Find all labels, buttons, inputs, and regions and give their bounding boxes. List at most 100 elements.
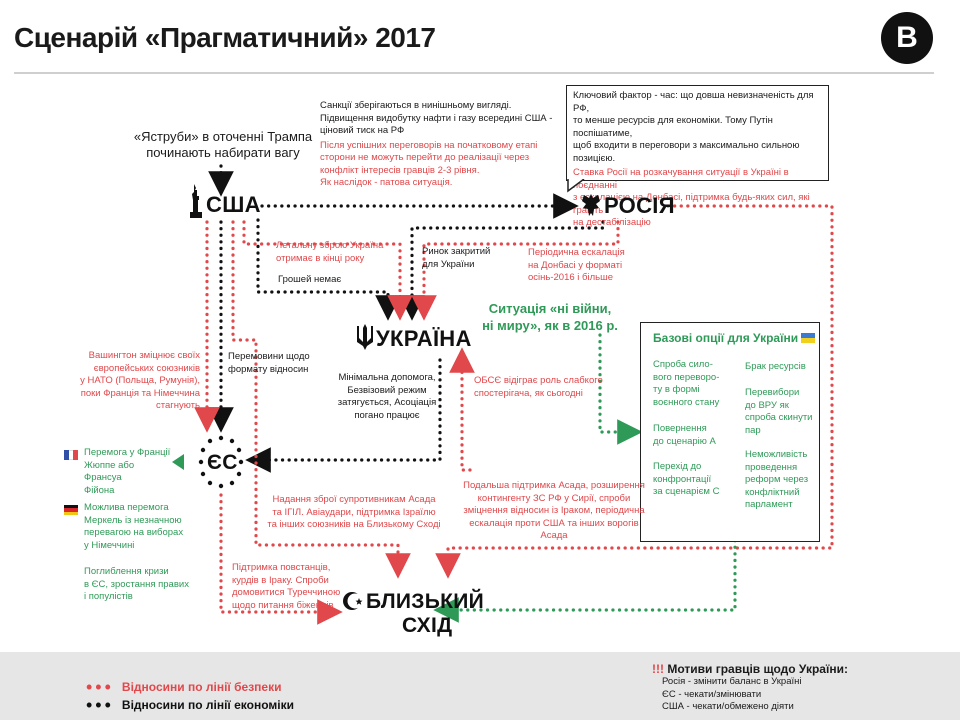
motives-mark: !!! <box>652 662 664 676</box>
periodic-escalation-note: Періодична ескалація на Донбасі у формат… <box>528 247 648 285</box>
germany-line-4: у Німеччині <box>84 539 135 551</box>
middle-east-line-1: БЛИЗЬКИЙ <box>366 590 485 613</box>
node-middle-east: БЛИЗЬКИЙ СХІД <box>366 590 484 638</box>
weap-line-1: Надання зброї супротивникам Асада <box>272 494 436 505</box>
assad-line-5: Асада <box>540 530 568 541</box>
minhelp-line-2: Безвізовий режим <box>347 384 427 396</box>
assad-line-3: зміцнення відносин із Іраком, періодична <box>463 505 645 516</box>
node-eu: ЄС <box>207 451 238 474</box>
wash-line-2: європейських союзників <box>93 362 200 374</box>
sanctions-line-2: Підвищення видобутку нафти і газу всеред… <box>320 112 553 124</box>
option-lack-resources: Брак ресурсів <box>745 361 817 374</box>
sec-russia-ukraine <box>411 220 620 321</box>
osce-line-1: ОБСЄ відіграє роль слабкого <box>474 375 603 386</box>
assad-line-1: Подальша підтримка Асада, розширення <box>463 480 645 491</box>
no-war-no-peace-note: Ситуація «ні війни, ні миру», як в 2016 … <box>470 300 630 334</box>
russian-eagle-icon <box>580 192 602 218</box>
link-ukraine-options <box>598 333 643 445</box>
motives-line-2: ЄС - чекати/змінювати <box>662 688 762 700</box>
page-title: Сценарій «Прагматичний» 2017 <box>14 22 436 53</box>
germany-note: Можлива перемога Меркель із незначною пе… <box>84 502 194 552</box>
nwnp-line-1: Ситуація «ні війни, <box>488 301 612 316</box>
motives-line-3: США - чекати/обмежено діяти <box>662 701 794 712</box>
lethal-line-1: Летальну зброю Україна <box>276 240 384 251</box>
legend-economy: ••• Відносини по лінії економіки <box>86 696 294 714</box>
sec-usa-middle-east <box>231 220 411 579</box>
crisis-line-1: Поглиблення кризи <box>84 566 169 577</box>
noref-line-4: конфліктний <box>745 486 800 498</box>
legend-panel: ••• Відносини по лінії безпеки ••• Відно… <box>0 652 960 720</box>
kurds-line-1: Підтримка повстанців, <box>232 562 331 573</box>
assad-line-4: ескалація проти США та інших ворогів <box>469 517 639 529</box>
option-scenario-a: Повернення до сценарію А <box>653 423 733 448</box>
motives-heading: !!! Мотиви гравців щодо України: <box>652 662 848 676</box>
market-line-2: для України <box>422 258 475 270</box>
minhelp-line-3: затягується, Асоціація <box>337 397 437 408</box>
reel-line-4: пар <box>745 424 761 436</box>
node-ukraine: УКРАЇНА <box>376 326 472 351</box>
motives-block: !!! Мотиви гравців щодо України: Росія -… <box>652 662 848 714</box>
escalation-line-2: на Донбасі у форматі <box>528 259 623 271</box>
escalation-line-1: Періодична ескалація <box>528 247 625 258</box>
no-money-note: Грошей немає <box>278 274 342 285</box>
ukraine-flag-icon <box>801 333 815 343</box>
kurds-line-3: домовитися Туреччиною <box>232 587 341 598</box>
sec-eu-middle-east <box>219 493 343 625</box>
germany-line-1: Можлива перемога <box>84 502 169 513</box>
hawks-note: «Яструби» в оточенні Трампа починають на… <box>118 129 328 161</box>
france-line-1: Перемога у Франції <box>84 447 171 458</box>
statue-of-liberty-icon <box>188 184 204 218</box>
ukraine-trident-icon <box>356 324 374 350</box>
scen-c-line-1: Перехід до <box>653 461 702 472</box>
node-usa: США <box>206 192 261 217</box>
market-line-1: Ринок закритий <box>422 246 491 257</box>
callout-line-1: Ключовий фактор - час: що довша невизнач… <box>573 90 814 114</box>
eu-crisis-note: Поглиблення кризи в ЄС, зростання правих… <box>84 566 204 604</box>
nwnp-line-2: ні миру», як в 2016 р. <box>482 318 618 333</box>
sanctions-note: Санкції зберігаються в нинішньому вигляд… <box>320 100 560 190</box>
option-scenario-c: Перехід до конфронтації за сценарієм С <box>653 461 733 499</box>
scen-a-line-1: Повернення <box>653 423 707 434</box>
france-flag-icon <box>64 450 79 460</box>
reel-line-2: до ВРУ як <box>745 399 789 411</box>
sec-usa-ukraine-a <box>242 220 413 321</box>
sanctions-line-1: Санкції зберігаються в нинішньому вигляд… <box>320 100 512 111</box>
france-line-2: Жюппе або Франсуа <box>84 459 135 484</box>
sanctions-red-3: конфлікт інтересів гравців 2-3 рівня. <box>320 164 480 176</box>
wash-line-4: поки Франція та Німеччина <box>80 387 200 399</box>
econ-ukraine-eu <box>245 358 442 473</box>
coup-line-2: вого переворо- <box>653 371 720 383</box>
econ-russia-ukraine <box>399 220 605 321</box>
osce-line-2: спостерігача, як сьогодні <box>474 387 583 399</box>
wash-line-3: у НАТО (Польща, Румунія), <box>80 375 200 386</box>
security-dots-icon: ••• <box>86 677 114 697</box>
noref-line-1: Неможливість <box>745 449 808 460</box>
scen-c-line-3: за сценарієм С <box>653 486 720 497</box>
weap-line-2: та ІГІЛ. Авіаудари, підтримка Ізраїлю <box>272 506 436 518</box>
kurds-line-4: щодо питання біженців <box>232 599 334 611</box>
germany-line-2: Меркель із незначною <box>84 514 182 526</box>
callout-red-2: з ескалацією на Донбасі, підтримка будь-… <box>573 192 810 216</box>
negot-line-1: Перемовини щодо <box>228 351 310 362</box>
callout-line-2: то менше ресурсів для економіки. Тому Пу… <box>573 115 773 139</box>
sanctions-line-3: ціновий тиск на РФ <box>320 125 405 136</box>
wash-line-1: Вашингтон зміцнює своїх <box>88 350 200 361</box>
escalation-line-3: осінь-2016 і більше <box>528 272 613 283</box>
crisis-line-2: в ЄС, зростання правих <box>84 578 189 590</box>
option-no-reforms: Неможливість проведення реформ через кон… <box>745 449 819 512</box>
noref-line-3: реформ через <box>745 474 809 485</box>
callout-tail <box>567 179 585 193</box>
lethal-line-2: отримає в кінці року <box>276 252 365 264</box>
crescent-star-icon <box>342 590 364 612</box>
scen-c-line-2: конфронтації <box>653 473 712 485</box>
lack-line-1: Брак ресурсів <box>745 361 806 372</box>
sec-middle-east-ukraine <box>449 347 475 472</box>
coup-line-4: воєнного стану <box>653 396 720 408</box>
minhelp-line-4: погано працює <box>354 409 420 421</box>
france-note: Перемога у Франції Жюппе або Франсуа Фій… <box>84 447 174 497</box>
sanctions-red-4: Як наслідок - патова ситуація. <box>320 177 453 188</box>
noref-line-5: парламент <box>745 499 793 510</box>
negot-line-2: формату відносин <box>228 363 309 375</box>
wash-line-5: стагнують <box>156 400 200 411</box>
ukraine-options-box: Базові опції для України Спроба сило- во… <box>640 322 820 542</box>
